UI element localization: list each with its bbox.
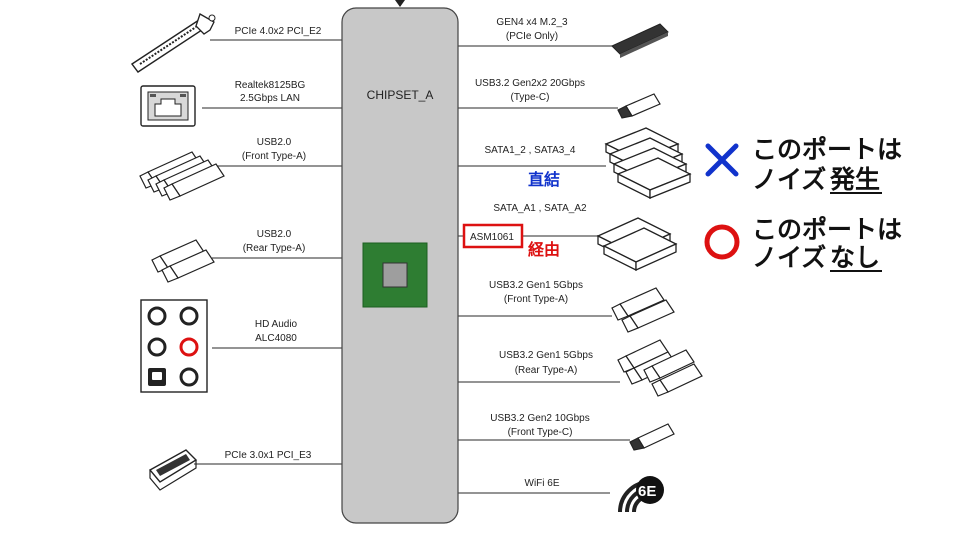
label-audio-line1: HD Audio xyxy=(255,319,298,330)
label-usb32-typec-line1: USB3.2 Gen2x2 20Gbps xyxy=(475,78,585,89)
label-usb2-front-line2: (Front Type-A) xyxy=(242,151,306,162)
label-usb32-front-a-line2: (Front Type-A) xyxy=(504,294,568,305)
legend: このポートは ノイズ 発生 このポートは ノイズ なし xyxy=(704,135,902,272)
m2-ssd-icon xyxy=(611,23,669,58)
annotation-via: 経由 xyxy=(528,240,560,259)
asm1061-label: ASM1061 xyxy=(470,232,514,243)
label-wifi: WiFi 6E xyxy=(525,478,560,489)
label-usb2-front-line1: USB2.0 xyxy=(257,137,292,148)
usb-typec-front-stick-icon xyxy=(629,423,675,451)
legend-clean-line2-prefix: ノイズ xyxy=(752,243,826,272)
chipset-label: CHIPSET_A xyxy=(367,88,434,102)
label-usb32-front-c-line1: USB3.2 Gen2 10Gbps xyxy=(490,413,590,424)
right-connection-lines xyxy=(458,45,630,494)
label-pcie-e2: PCIe 4.0x2 PCI_E2 xyxy=(235,26,322,37)
usb3-front-stick-icon xyxy=(611,287,675,333)
sata-hdd-asm-icon xyxy=(596,217,678,272)
legend-noise-line1: このポートは xyxy=(752,135,902,164)
asm1061-box xyxy=(462,223,524,249)
noise-cross-icon xyxy=(705,143,739,177)
label-usb32-front-a-line1: USB3.2 Gen1 5Gbps xyxy=(489,280,583,291)
label-lan-line2: 2.5Gbps LAN xyxy=(240,93,300,104)
label-usb32-rear-a-line1: USB3.2 Gen1 5Gbps xyxy=(499,350,593,361)
legend-noise-line2-emphasis: 発生 xyxy=(829,165,880,194)
legend-clean-line1: このポートは xyxy=(752,215,902,244)
left-connection-lines xyxy=(194,39,342,465)
label-sata-asm: SATA_A1 , SATA_A2 xyxy=(493,203,587,214)
annotation-direct: 直結 xyxy=(528,170,560,189)
label-m2-line1: GEN4 x4 M.2_3 xyxy=(496,17,568,28)
label-usb32-typec-line2: (Type-C) xyxy=(511,92,550,103)
label-usb2-rear-line2: (Rear Type-A) xyxy=(243,243,306,254)
audio-jack-highlight xyxy=(179,337,199,357)
pcie-x4-slot-icon xyxy=(130,13,216,73)
sata-hdd-stack-icon xyxy=(604,127,692,200)
usb2-front-stick-icon xyxy=(139,151,225,201)
wifi-6e-icon: 6E xyxy=(618,476,664,513)
wifi-6e-text: 6E xyxy=(638,483,656,500)
pcie-x1-slot-icon xyxy=(148,449,198,491)
usb2-rear-stick-icon xyxy=(151,239,215,283)
ethernet-port-icon xyxy=(140,85,196,127)
label-usb2-rear-line1: USB2.0 xyxy=(257,229,292,240)
label-usb32-front-c-line2: (Front Type-C) xyxy=(508,427,573,438)
label-usb32-rear-a-line2: (Rear Type-A) xyxy=(515,365,578,376)
label-sata-direct: SATA1_2 , SATA3_4 xyxy=(485,145,576,156)
usb3-rear-stick-icon xyxy=(617,339,703,397)
label-lan-line1: Realtek8125BG xyxy=(235,80,306,91)
input-arrow-head xyxy=(395,0,405,7)
legend-noise-line2-prefix: ノイズ xyxy=(752,165,826,194)
label-m2-line2: (PCIe Only) xyxy=(506,31,558,42)
usb-typec-stick-icon xyxy=(617,93,661,119)
label-audio-line2: ALC4080 xyxy=(255,333,297,344)
legend-clean-line2-emphasis: なし xyxy=(830,243,880,272)
label-pcie-e3: PCIe 3.0x1 PCI_E3 xyxy=(225,450,312,461)
chipset-die-inner xyxy=(382,262,408,288)
audio-jack-panel-icon xyxy=(140,299,208,393)
no-noise-circle-icon xyxy=(704,224,740,260)
